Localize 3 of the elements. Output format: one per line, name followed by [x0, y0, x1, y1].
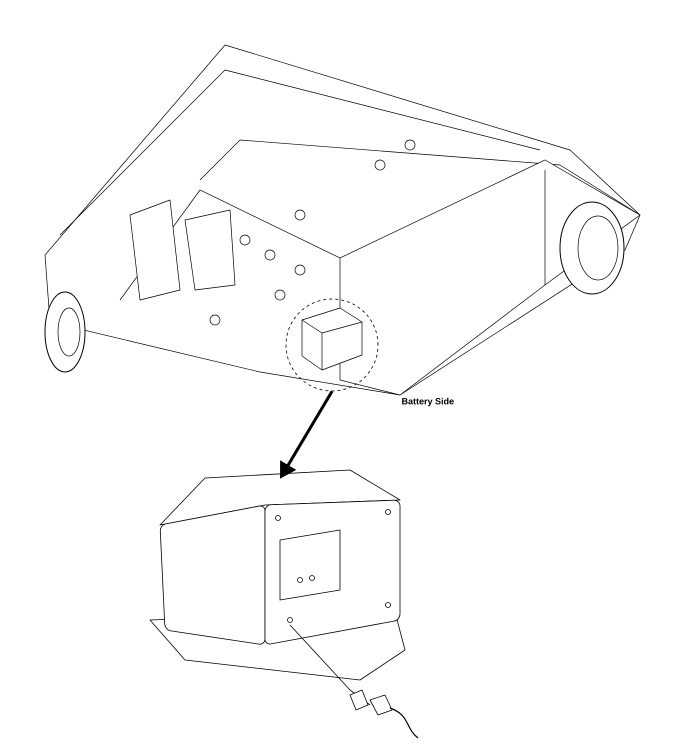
battery-unit-drawing	[150, 470, 418, 738]
detail-circle	[286, 298, 378, 392]
callout-label: Battery Side	[402, 398, 454, 406]
